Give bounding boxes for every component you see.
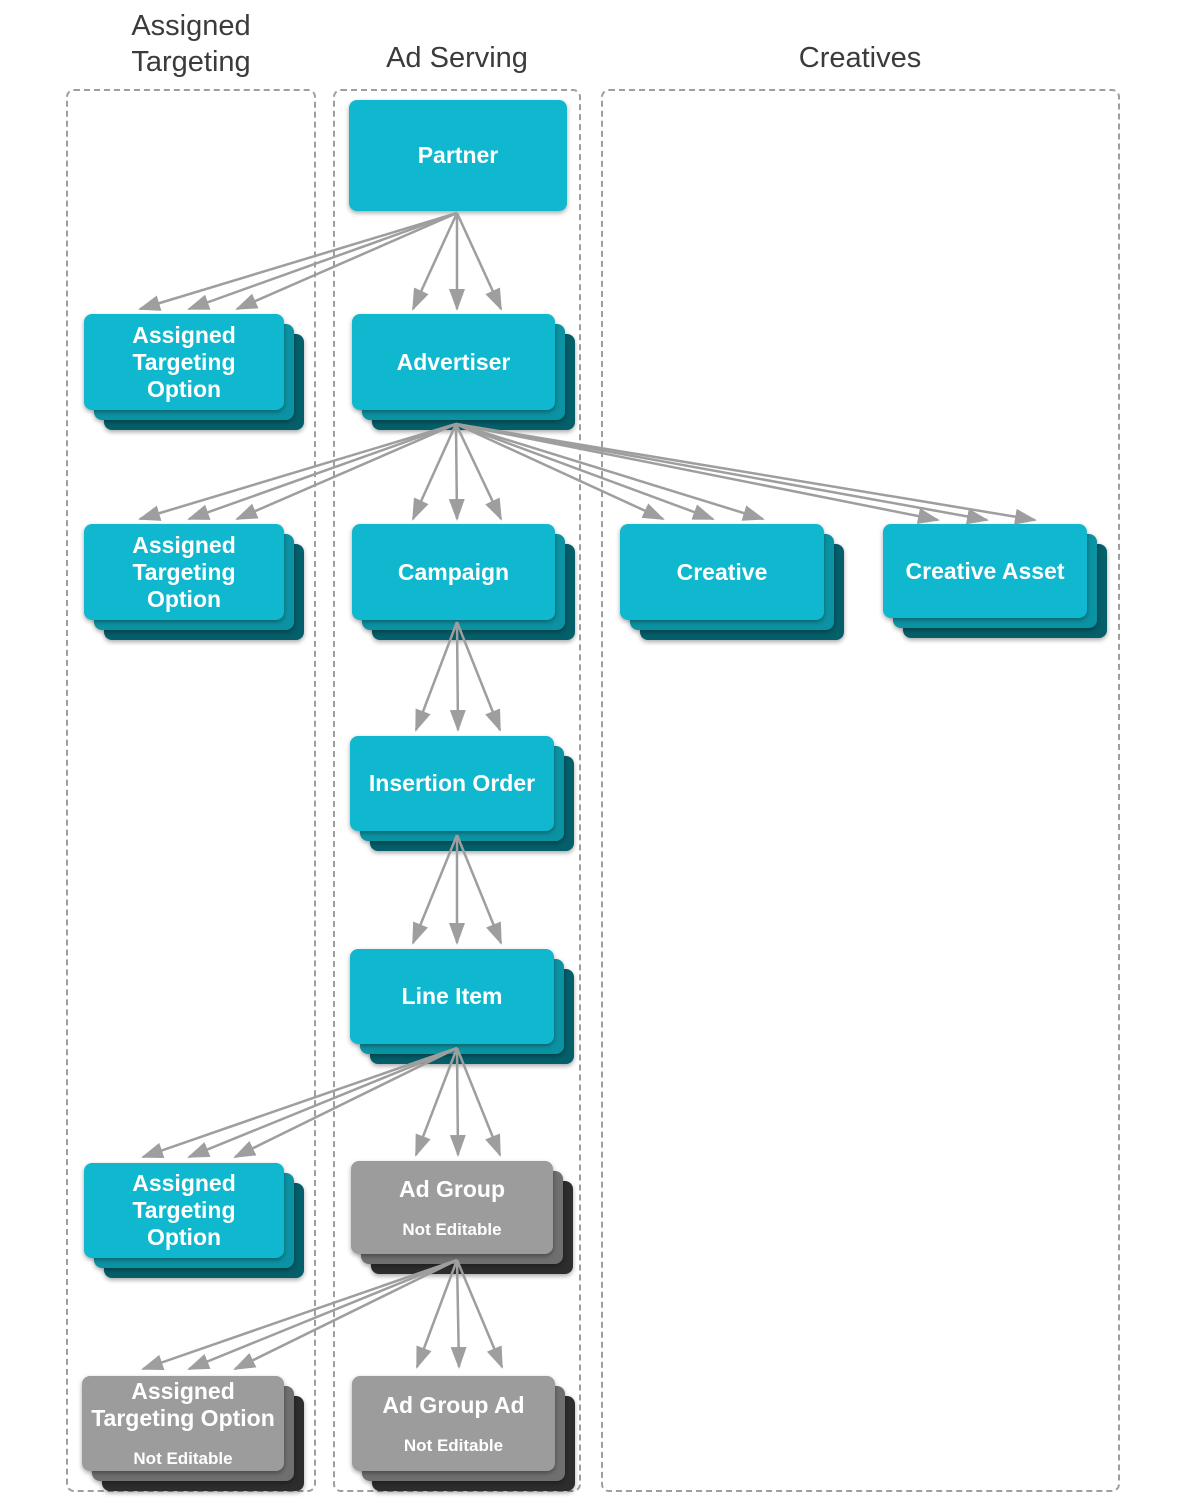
node-label: Campaign xyxy=(397,558,510,585)
column-title-assigned-targeting: Assigned Targeting xyxy=(131,10,251,78)
column-ad-serving xyxy=(333,89,581,1492)
node-label: Option xyxy=(146,1224,222,1250)
column-title-creatives: Creatives xyxy=(798,42,922,74)
node-label: Ad Group Ad xyxy=(382,1391,525,1418)
node-face: Partner xyxy=(349,100,567,211)
node-ad-group-ad: Ad Group Ad Not Editable xyxy=(352,1376,575,1491)
node-sublabel: Not Editable xyxy=(402,1219,502,1239)
column-assigned-targeting xyxy=(66,89,316,1492)
node-face: Line Item xyxy=(350,949,554,1044)
node-label: Assigned xyxy=(132,321,236,348)
node-face: Advertiser xyxy=(352,314,555,410)
node-insertion-order: Insertion Order xyxy=(350,736,574,851)
node-face: Insertion Order xyxy=(350,736,554,831)
node-label: Targeting xyxy=(132,1197,236,1223)
node-label: Option xyxy=(146,375,222,402)
node-creative-asset: Creative Asset xyxy=(883,524,1107,638)
node-face: Ad Group Ad Not Editable xyxy=(352,1376,555,1471)
node-label: Creative Asset xyxy=(905,557,1065,584)
node-face: Creative xyxy=(620,524,824,620)
node-label: Insertion Order xyxy=(368,770,536,796)
node-advertiser: Advertiser xyxy=(352,314,575,430)
column-creatives xyxy=(601,89,1120,1492)
node-label: Advertiser xyxy=(396,348,511,375)
node-creative: Creative xyxy=(620,524,844,640)
node-label: Ad Group xyxy=(398,1175,506,1202)
node-campaign: Campaign xyxy=(352,524,575,640)
node-label: Targeting xyxy=(132,348,236,375)
node-label: Option xyxy=(146,585,222,612)
node-label: Targeting Option xyxy=(91,1405,275,1431)
node-label: Assigned xyxy=(132,1170,236,1196)
node-label: Targeting xyxy=(132,558,236,585)
node-label: Creative xyxy=(676,558,768,585)
node-line-item: Line Item xyxy=(350,949,574,1064)
column-title-ad-serving: Ad Serving xyxy=(386,42,528,74)
node-face: Campaign xyxy=(352,524,555,620)
node-partner: Partner xyxy=(349,100,567,211)
node-sublabel: Not Editable xyxy=(133,1449,233,1468)
node-face: Creative Asset xyxy=(883,524,1087,618)
node-label: Assigned xyxy=(132,531,236,558)
node-label: Partner xyxy=(417,142,499,168)
node-label: Assigned xyxy=(131,1378,235,1404)
node-label: Line Item xyxy=(401,983,503,1009)
node-sublabel: Not Editable xyxy=(403,1435,504,1455)
